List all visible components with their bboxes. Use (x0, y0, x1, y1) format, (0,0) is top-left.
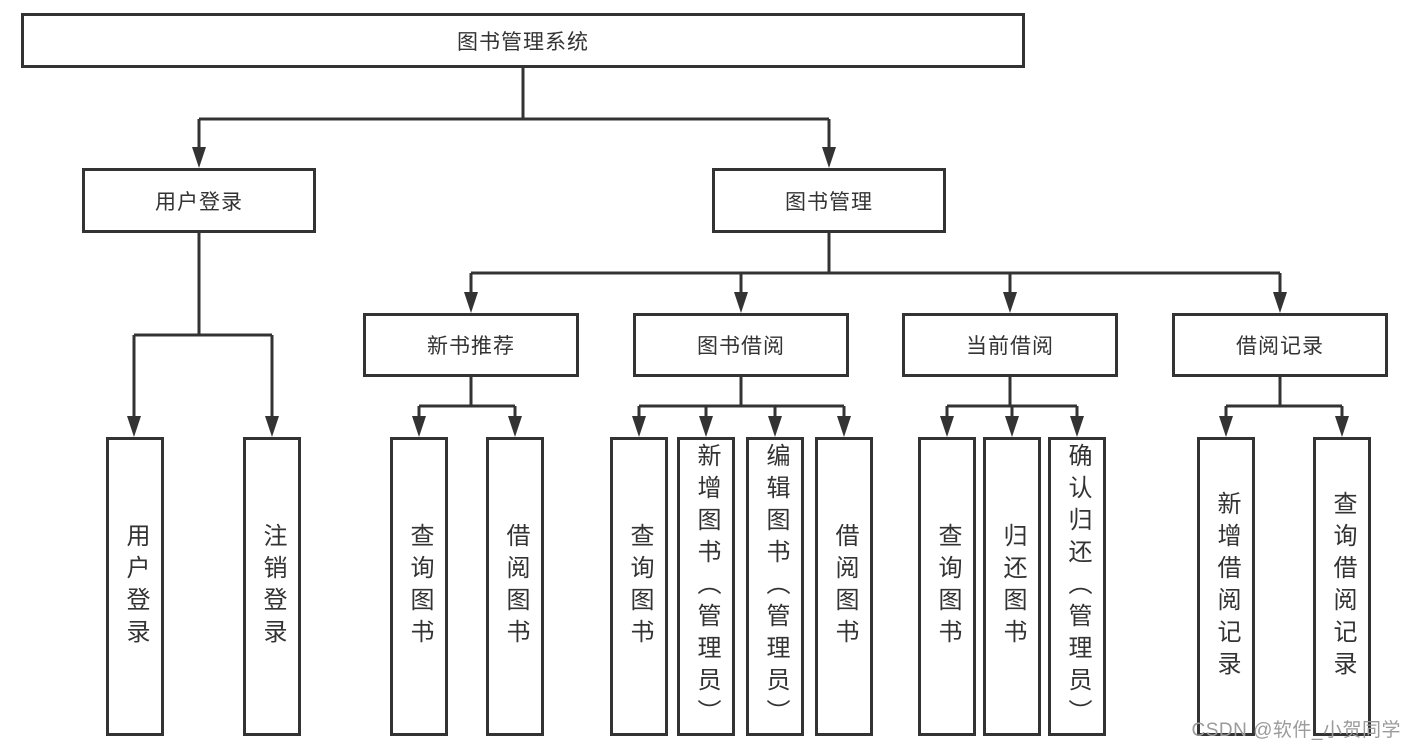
node-label: 用户登录 (155, 190, 243, 214)
node-user-login: 用户登录 (82, 168, 316, 233)
leaf-confirm-return-admin: 确认归还（管理员） (1048, 437, 1106, 736)
edge-bookmgmt-to-level3 (469, 233, 1282, 295)
arrow-down-icon (127, 416, 141, 437)
node-label: 新增借阅记录 (1213, 490, 1240, 683)
leaf-query-borrow-record: 查询借阅记录 (1313, 437, 1371, 736)
leaf-borrow-books-recommend: 借阅图书 (486, 437, 544, 736)
arrow-down-icon (265, 416, 279, 437)
node-label: 查询图书 (406, 522, 433, 651)
arrow-down-icon (1219, 416, 1233, 437)
arrow-down-icon (508, 416, 522, 437)
node-book-management: 图书管理 (712, 168, 946, 233)
edge-borrowrecords-to-leaves (1224, 377, 1344, 419)
node-label: 确认归还（管理员） (1064, 442, 1091, 731)
node-library-management-system: 图书管理系统 (21, 13, 1025, 68)
node-label: 图书借阅 (697, 335, 785, 358)
node-borrowing-records: 借阅记录 (1172, 313, 1388, 377)
leaf-user-login: 用户登录 (106, 437, 164, 736)
node-label: 新书推荐 (427, 335, 515, 358)
node-label: 编辑图书（管理员） (762, 442, 789, 731)
watermark: CSDN @软件_小贺同学 (1191, 720, 1401, 741)
arrow-down-icon (412, 416, 426, 437)
arrow-down-icon (837, 416, 851, 437)
node-label: 查询图书 (626, 522, 653, 651)
leaf-logout: 注销登录 (243, 437, 301, 736)
arrow-down-icon (734, 292, 748, 313)
arrow-down-icon (1003, 292, 1017, 313)
node-label: 图书管理系统 (457, 30, 589, 54)
node-label: 归还图书 (999, 522, 1026, 651)
arrow-down-icon (822, 147, 836, 168)
node-label: 查询借阅记录 (1329, 490, 1356, 683)
leaf-query-books-recommend: 查询图书 (390, 437, 448, 736)
node-label: 借阅图书 (831, 522, 858, 651)
leaf-add-borrow-record: 新增借阅记录 (1197, 437, 1255, 736)
arrow-down-icon (464, 292, 478, 313)
leaf-query-books-current: 查询图书 (918, 437, 976, 736)
node-label: 新增图书（管理员） (693, 442, 720, 731)
arrow-down-icon (940, 416, 954, 437)
arrow-down-icon (1335, 416, 1349, 437)
arrow-down-icon (632, 416, 646, 437)
arrowheads (127, 147, 1349, 437)
leaf-add-books-admin: 新增图书（管理员） (677, 437, 735, 736)
node-label: 图书管理 (785, 190, 873, 214)
node-label: 用户登录 (122, 522, 149, 651)
node-label: 注销登录 (259, 522, 286, 651)
arrow-down-icon (768, 416, 782, 437)
node-label: 当前借阅 (966, 335, 1054, 358)
arrow-down-icon (1273, 292, 1287, 313)
leaf-query-books-borrowing: 查询图书 (610, 437, 668, 736)
edge-root-to-level2 (197, 68, 831, 150)
node-label: 借阅图书 (502, 522, 529, 651)
leaf-borrow-books: 借阅图书 (815, 437, 873, 736)
node-label: 查询图书 (934, 522, 961, 651)
arrow-down-icon (1005, 416, 1019, 437)
leaf-return-books: 归还图书 (983, 437, 1041, 736)
edge-newbookrec-to-leaves (417, 377, 517, 419)
arrow-down-icon (699, 416, 713, 437)
node-current-borrowing: 当前借阅 (902, 313, 1118, 377)
edge-bookborrow-to-leaves (637, 377, 846, 419)
node-book-borrowing: 图书借阅 (633, 313, 849, 377)
edge-currentborrow-to-leaves (945, 377, 1079, 419)
leaf-edit-books-admin: 编辑图书（管理员） (746, 437, 804, 736)
arrow-down-icon (1070, 416, 1084, 437)
arrow-down-icon (192, 147, 206, 168)
edge-userlogin-to-leaves (132, 233, 274, 419)
node-new-book-recommendation: 新书推荐 (363, 313, 579, 377)
node-label: 借阅记录 (1236, 335, 1324, 358)
